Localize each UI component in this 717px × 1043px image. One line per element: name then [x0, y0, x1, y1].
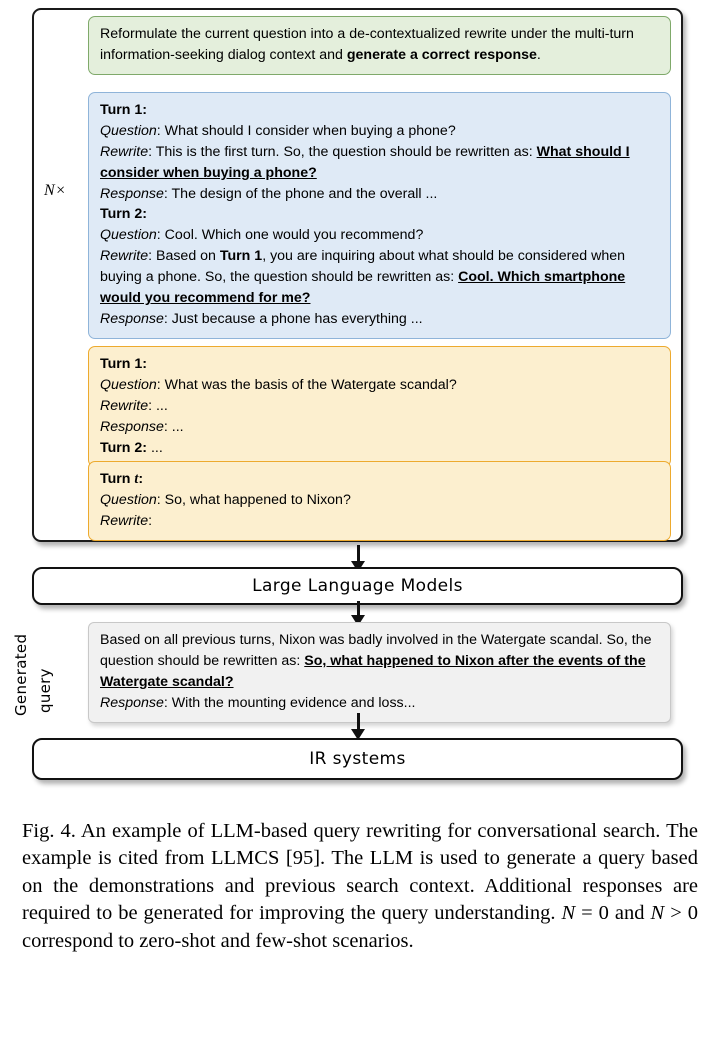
caption-part-1: Fig. 4. An example of LLM-based query re… — [22, 820, 698, 925]
context-turn-2-label: Turn 2: ... — [100, 438, 660, 459]
context-turn-2-title: Turn 2: — [100, 439, 148, 456]
response-field-value: : ... — [163, 418, 184, 435]
question-field-value: : What should I consider when buying a p… — [156, 122, 456, 139]
demo-turn-2-response: Response: Just because a phone has every… — [100, 309, 660, 330]
current-turn-question: Question: So, what happened to Nixon? — [100, 490, 660, 511]
demo-turn-2-rewrite: Rewrite: Based on Turn 1, you are inquir… — [100, 246, 660, 309]
rewrite-field-highlight: Cool. Which smartphone would you recomme… — [100, 269, 626, 306]
question-field-label: Question — [100, 122, 157, 139]
context-turn-2-ellipsis: ... — [147, 439, 163, 456]
response-field-label: Response — [100, 185, 164, 202]
question-field-value: : What was the basis of the Watergate sc… — [156, 376, 457, 393]
generated-query-side-label: Generated query — [12, 620, 84, 716]
current-turn-variable: t — [134, 471, 139, 487]
ir-box-label: IR systems — [309, 749, 406, 769]
rewrite-field-turn-reference: Turn 1 — [219, 248, 263, 265]
response-field-value: : With the mounting evidence and loss... — [163, 694, 416, 711]
response-field-label: Response — [100, 694, 164, 711]
figure-caption: Fig. 4. An example of LLM-based query re… — [22, 818, 698, 955]
large-language-models-box: Large Language Models — [32, 567, 683, 605]
caption-part-2: = 0 and — [575, 902, 651, 925]
llm-box-label: Large Language Models — [252, 576, 463, 596]
generated-query-prefix: Based on all previous turns, Nixon was b… — [100, 632, 652, 669]
current-turn-label: Turn t: — [100, 469, 660, 490]
context-turn-1-response: Response: ... — [100, 417, 660, 438]
arrow-shaft — [357, 713, 360, 731]
ir-systems-box: IR systems — [32, 738, 683, 780]
response-field-label: Response — [100, 310, 164, 327]
instruction-text-part-2: . — [536, 46, 541, 63]
arrow-down-icon — [347, 713, 369, 741]
rewrite-field-prefix: : This is the first turn. So, the questi… — [148, 143, 537, 160]
demo-turn-1-question: Question: What should I consider when bu… — [100, 121, 660, 142]
instruction-box: Reformulate the current question into a … — [88, 16, 671, 75]
question-field-value: : Cool. Which one would you recommend? — [156, 227, 424, 244]
rewrite-field-label: Rewrite — [100, 143, 149, 160]
instruction-text-bold: generate a correct response — [346, 46, 537, 63]
caption-math-n-2: N — [650, 902, 665, 925]
arrow-head — [350, 729, 365, 740]
demonstration-box: Turn 1: Question: What should I consider… — [88, 92, 671, 339]
repeat-count-label: N× — [44, 182, 67, 199]
rewrite-field-prefix-a: : Based on — [148, 248, 220, 265]
context-turn-1-question: Question: What was the basis of the Wate… — [100, 375, 660, 396]
arrow-down-icon — [347, 545, 369, 573]
caption-part-3: > 0 correspond to zero-shot and few-shot… — [22, 902, 698, 952]
rewrite-field-label: Rewrite — [100, 248, 149, 265]
rewrite-field-label: Rewrite — [100, 512, 149, 529]
current-turn-title-suffix: : — [138, 471, 144, 487]
search-context-box: Turn 1: Question: What was the basis of … — [88, 346, 671, 468]
current-turn-box: Turn t: Question: So, what happened to N… — [88, 461, 671, 541]
arrow-shaft — [357, 545, 360, 563]
demo-turn-1-response: Response: The design of the phone and th… — [100, 184, 660, 205]
generated-query-label-line-1: Generated — [12, 633, 30, 716]
context-turn-1-label: Turn 1: — [100, 356, 148, 372]
generated-query-box: Based on all previous turns, Nixon was b… — [88, 622, 671, 723]
demo-turn-1-label: Turn 1: — [100, 102, 148, 118]
figure-diagram: N× Reformulate the current question into… — [12, 8, 683, 780]
response-field-label: Response — [100, 418, 164, 435]
response-field-value: : Just because a phone has everything ..… — [163, 310, 423, 327]
demo-turn-1-rewrite: Rewrite: This is the first turn. So, the… — [100, 142, 660, 184]
instruction-text-part-1: Reformulate the current question into a … — [100, 26, 634, 63]
current-turn-rewrite: Rewrite: — [100, 511, 660, 532]
rewrite-field-highlight: What should I consider when buying a pho… — [100, 143, 630, 181]
response-field-value: : The design of the phone and the overal… — [163, 185, 438, 202]
rewrite-field-prefix-b: , you are inquiring about what should be… — [100, 248, 626, 285]
generated-query-label-line-2: query — [36, 668, 54, 713]
demo-turn-2-label: Turn 2: — [100, 206, 148, 223]
generated-query-highlight: So, what happened to Nixon after the eve… — [100, 652, 646, 690]
context-turn-1-rewrite: Rewrite: ... — [100, 396, 660, 417]
rewrite-field-value: : — [148, 512, 153, 529]
question-field-label: Question — [100, 376, 157, 393]
arrow-head — [350, 615, 365, 626]
current-turn-title-prefix: Turn — [100, 471, 135, 487]
question-field-label: Question — [100, 227, 157, 244]
rewrite-field-label: Rewrite — [100, 397, 149, 414]
rewrite-field-value: : ... — [148, 397, 168, 414]
arrow-head — [350, 561, 365, 572]
arrow-down-icon — [347, 601, 369, 627]
arrow-shaft — [357, 601, 360, 617]
caption-math-n-1: N — [561, 902, 576, 925]
demo-turn-2-question: Question: Cool. Which one would you reco… — [100, 225, 660, 246]
question-field-value: : So, what happened to Nixon? — [156, 491, 351, 508]
generated-query-response: Response: With the mounting evidence and… — [100, 693, 660, 714]
question-field-label: Question — [100, 491, 157, 508]
